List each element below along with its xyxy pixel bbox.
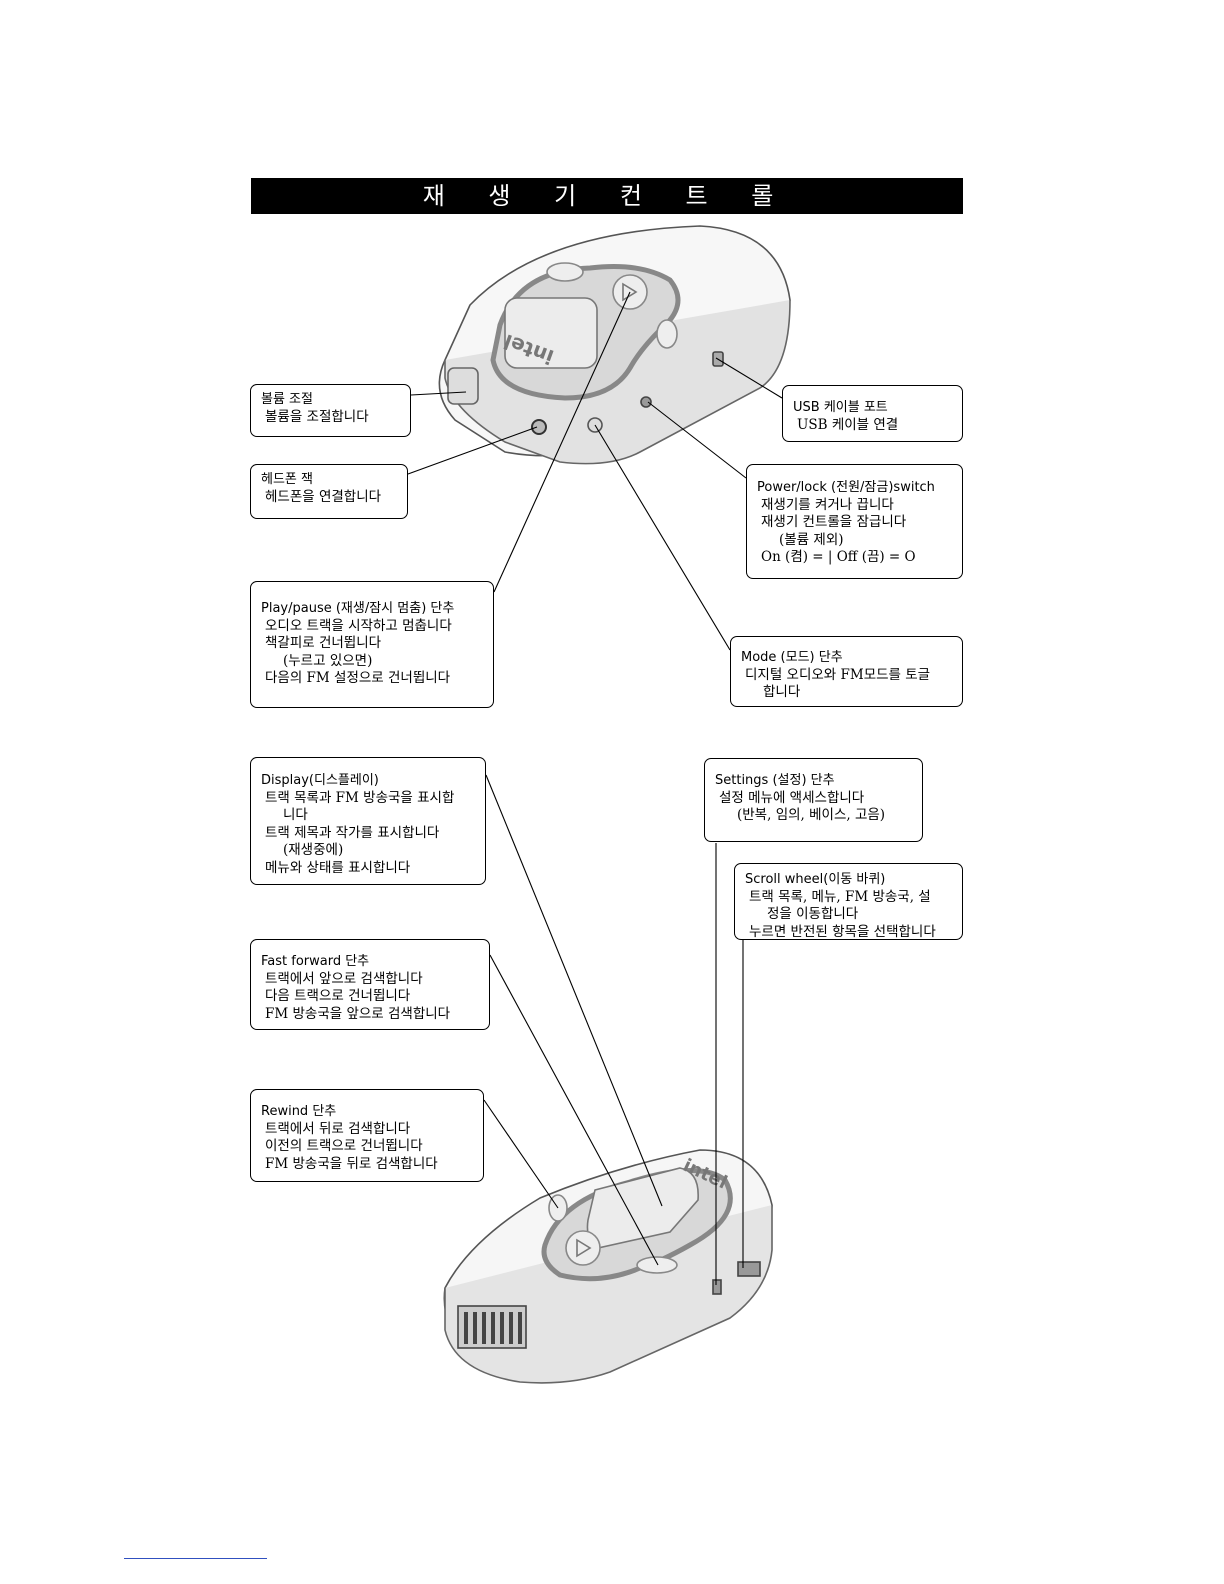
- callout-fast-forward: Fast forward 단추 트랙에서 앞으로 검색합니다 다음 트랙으로 건…: [250, 939, 490, 1030]
- player-bottom-view: intel: [443, 1149, 773, 1384]
- callout-volume: 볼륨 조절 볼륨을 조절합니다: [250, 384, 411, 437]
- callout-heading: 볼륨 조절: [261, 392, 313, 407]
- callout-text: (볼륨 제외): [779, 531, 844, 548]
- callout-text: (재생중에): [283, 842, 344, 858]
- callout-text: 다음의 FM 설정으로 건너뜁니다: [265, 670, 451, 686]
- callout-text: 트랙 제목과 작가를 표시합니다: [265, 824, 440, 841]
- callout-usb-port: USB 케이블 포트 USB 케이블 연결: [782, 385, 963, 442]
- callout-power-lock: Power/lock (전원/잠금)switch 재생기를 켜거나 끕니다 재생…: [746, 464, 963, 579]
- callout-heading: Display(디스플레이): [261, 773, 379, 788]
- callout-settings: Settings (설정) 단추 설정 메뉴에 액세스합니다 (반복, 임의, …: [704, 758, 923, 842]
- callout-text: 설정 메뉴에 액세스합니다: [719, 789, 865, 806]
- callout-display: Display(디스플레이) 트랙 목록과 FM 방송국을 표시합 니다 트랙 …: [250, 757, 486, 885]
- callout-text: 트랙 목록과 FM 방송국을 표시합: [265, 789, 455, 806]
- callout-heading: Fast forward 단추: [261, 954, 370, 969]
- callout-text: 트랙에서 뒤로 검색합니다: [265, 1120, 411, 1137]
- callout-scroll-wheel: Scroll wheel(이동 바퀴) 트랙 목록, 메뉴, FM 방송국, 설…: [734, 863, 963, 940]
- callout-mode: Mode (모드) 단추 디지털 오디오와 FM모드를 토글 합니다: [730, 636, 963, 707]
- callout-text: On (켬) = | Off (끔) = O: [761, 549, 916, 565]
- callout-text: 누르면 반전된 항목을 선택합니다: [749, 923, 936, 940]
- callout-heading: 헤드폰 잭: [261, 472, 313, 487]
- callout-heading: Power/lock (전원/잠금)switch: [757, 480, 935, 495]
- callout-text: USB 케이블 연결: [797, 416, 899, 433]
- callout-text: 헤드폰을 연결합니다: [265, 488, 382, 505]
- callout-text: (누르고 있으면): [283, 652, 373, 669]
- callout-text: 다음 트랙으로 건너뜁니다: [265, 988, 411, 1004]
- footnote-separator: [124, 1558, 267, 1559]
- callout-heading: USB 케이블 포트: [793, 400, 888, 415]
- callout-text: 합니다: [763, 684, 801, 700]
- callout-heading: Mode (모드) 단추: [741, 650, 843, 665]
- callout-text: 정을 이동합니다: [767, 906, 859, 922]
- callout-text: 재생기를 켜거나 끕니다: [761, 496, 894, 513]
- callout-text: 이전의 트랙으로 건너뜁니다: [265, 1138, 423, 1154]
- callout-text: 디지털 오디오와 FM모드를 토글: [745, 666, 931, 683]
- callout-headphone-jack: 헤드폰 잭 헤드폰을 연결합니다: [250, 464, 408, 519]
- callout-text: 니다: [283, 807, 308, 823]
- callout-heading: Rewind 단추: [261, 1104, 337, 1119]
- callout-text: (반복, 임의, 베이스, 고음): [737, 807, 886, 823]
- leader-lines: [407, 291, 783, 1285]
- callout-heading: Settings (설정) 단추: [715, 773, 835, 788]
- callout-play-pause: Play/pause (재생/잠시 멈춤) 단추 오디오 트랙을 시작하고 멈춥…: [250, 581, 494, 708]
- callout-heading: Scroll wheel(이동 바퀴): [745, 872, 886, 887]
- page-title: 재 생 기 컨 트 롤: [251, 178, 963, 214]
- callout-text: 재생기 컨트롤을 잠급니다: [761, 514, 907, 530]
- callout-text: 책갈피로 건너뜁니다: [265, 635, 382, 651]
- callout-text: 볼륨을 조절합니다: [265, 408, 369, 425]
- callout-text: FM 방송국을 뒤로 검색합니다: [265, 1155, 438, 1172]
- callout-rewind: Rewind 단추 트랙에서 뒤로 검색합니다 이전의 트랙으로 건너뜁니다 F…: [250, 1089, 484, 1182]
- player-top-view: intel: [438, 225, 791, 465]
- callout-text: FM 방송국을 앞으로 검색합니다: [265, 1005, 451, 1022]
- callout-text: 메뉴와 상태를 표시합니다: [265, 859, 411, 876]
- callout-text: 트랙에서 앞으로 검색합니다: [265, 970, 423, 987]
- callout-text: 오디오 트랙을 시작하고 멈춥니다: [265, 617, 452, 634]
- callout-text: 트랙 목록, 메뉴, FM 방송국, 설: [749, 888, 931, 905]
- callout-heading: Play/pause (재생/잠시 멈춤) 단추: [261, 601, 455, 616]
